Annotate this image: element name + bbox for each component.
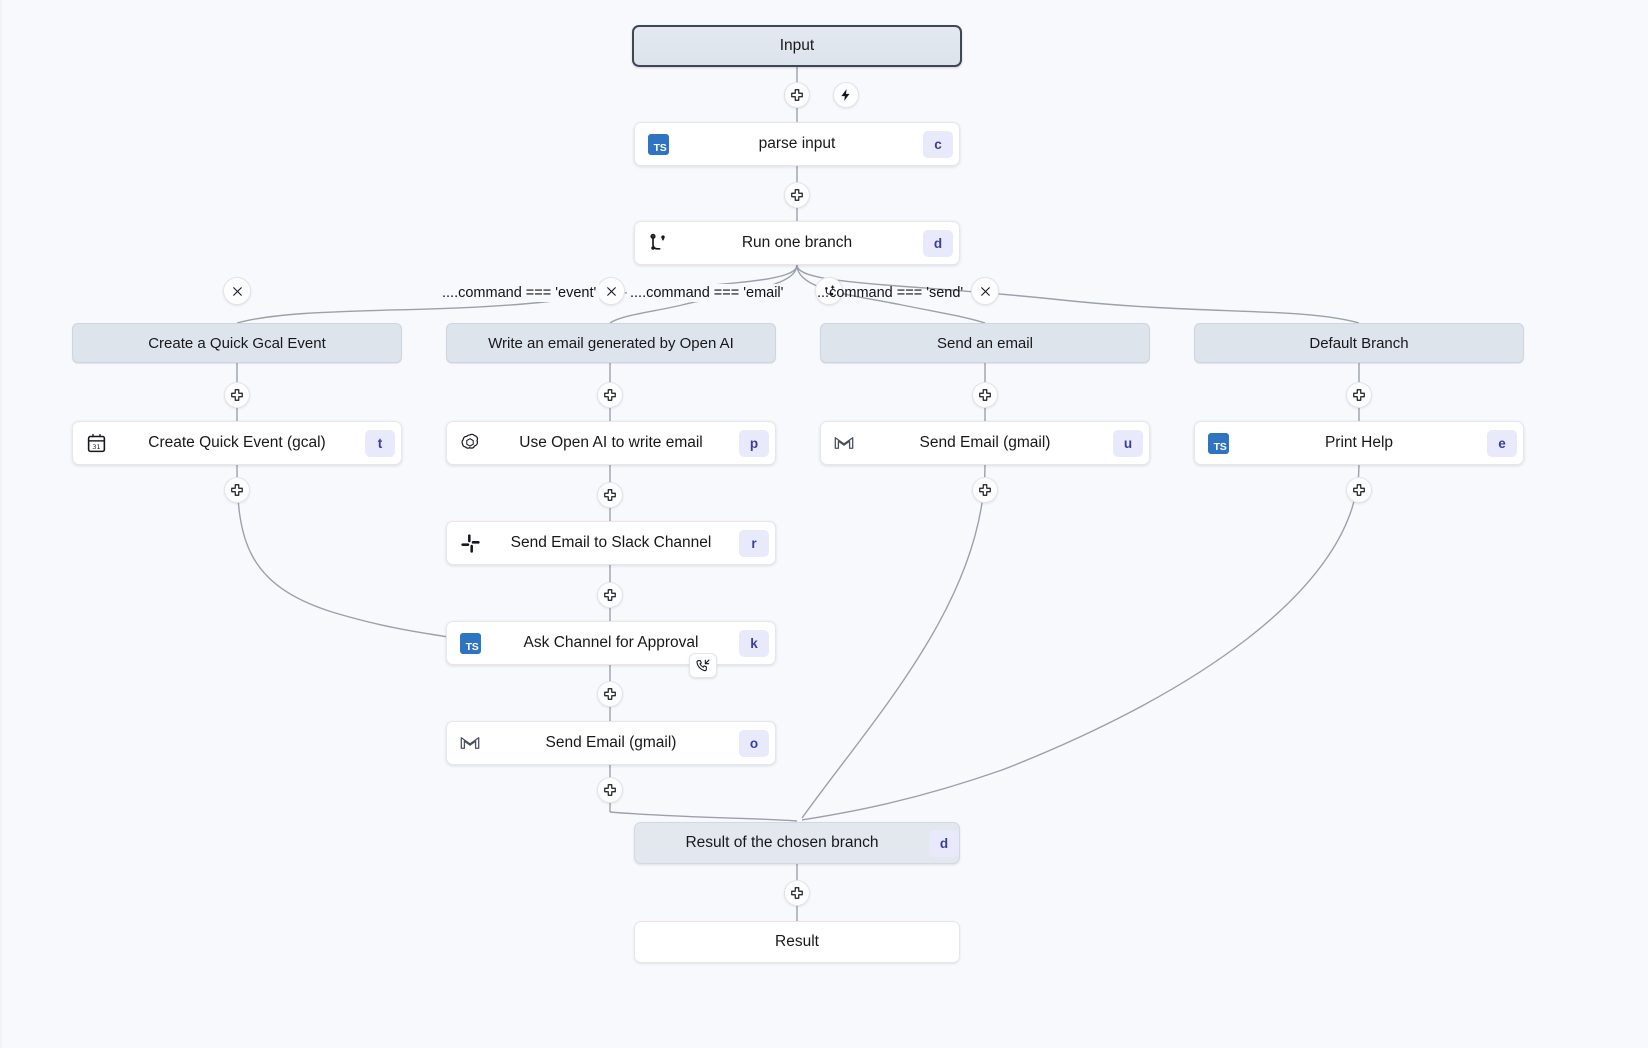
openai-icon [457, 430, 483, 456]
node-send-email-gmail-branch[interactable]: Send Email (gmail) o [446, 721, 776, 765]
plus-icon [791, 189, 803, 201]
close-icon [980, 286, 990, 296]
typescript-icon: TS [645, 131, 671, 157]
suspend-approval-badge[interactable] [689, 653, 717, 678]
close-icon [232, 286, 242, 296]
branch-icon [645, 230, 671, 256]
plus-icon [604, 589, 616, 601]
node-input[interactable]: Input [632, 25, 962, 67]
plus-icon [604, 688, 616, 700]
node-create-quick-event-label: Create Quick Event (gcal) [148, 434, 326, 451]
plus-icon [979, 389, 991, 401]
add-step-handle-after-print-help[interactable] [1346, 477, 1372, 503]
node-ask-channel-approval-label: Ask Channel for Approval [523, 634, 699, 651]
group-node-write-email-openai[interactable]: Write an email generated by Open AI [446, 323, 776, 363]
trigger-handle[interactable] [833, 82, 859, 108]
node-send-email-gmail-branch-shortcut[interactable]: o [739, 729, 769, 757]
add-step-handle-after-approval[interactable] [597, 681, 623, 707]
add-branch-button[interactable] [815, 277, 843, 305]
add-step-handle-gcal[interactable] [224, 382, 250, 408]
node-run-one-branch-label: Run one branch [741, 234, 853, 251]
group-node-label: Send an email [937, 334, 1033, 352]
add-step-handle-after-gmail-direct[interactable] [972, 477, 998, 503]
phone-incoming-icon [696, 658, 710, 671]
node-use-openai[interactable]: Use Open AI to write email p [446, 421, 776, 465]
gmail-icon [457, 730, 483, 756]
node-parse-input-shortcut[interactable]: c [923, 130, 953, 158]
plus-icon [791, 887, 803, 899]
node-send-email-slack-shortcut[interactable]: r [739, 529, 769, 557]
node-ask-channel-approval-shortcut[interactable]: k [739, 629, 769, 657]
delete-branch-button-3[interactable] [971, 277, 999, 305]
node-send-email-gmail-direct-label: Send Email (gmail) [919, 434, 1051, 451]
plus-icon [604, 389, 616, 401]
add-step-handle-after-collector[interactable] [784, 880, 810, 906]
node-run-one-branch[interactable]: Run one branch d [634, 221, 960, 265]
node-parse-input[interactable]: TS parse input c [634, 122, 960, 166]
slack-icon [457, 530, 483, 556]
plus-icon [604, 784, 616, 796]
node-result[interactable]: Result [634, 921, 960, 963]
group-node-send-an-email[interactable]: Send an email [820, 323, 1150, 363]
node-ask-channel-approval[interactable]: TS Ask Channel for Approval k [446, 621, 776, 665]
node-print-help-shortcut[interactable]: e [1487, 429, 1517, 457]
group-node-label: Write an email generated by Open AI [488, 334, 734, 352]
node-result-chosen-branch[interactable]: Result of the chosen branch d [634, 822, 960, 864]
group-node-label: Default Branch [1309, 334, 1409, 352]
plus-icon [1353, 389, 1365, 401]
node-send-email-slack-label: Send Email to Slack Channel [510, 534, 712, 551]
node-print-help-label: Print Help [1324, 434, 1394, 451]
node-use-openai-label: Use Open AI to write email [519, 434, 703, 451]
plus-icon [231, 389, 243, 401]
plus-icon [231, 484, 243, 496]
node-input-label: Input [779, 37, 815, 54]
svg-text:31: 31 [92, 443, 100, 451]
node-send-email-gmail-direct[interactable]: Send Email (gmail) u [820, 421, 1150, 465]
add-step-handle-after-gmail-branch[interactable] [597, 777, 623, 803]
group-node-create-gcal-event[interactable]: Create a Quick Gcal Event [72, 323, 402, 363]
plus-icon [1353, 484, 1365, 496]
node-parse-input-label: parse input [758, 135, 836, 152]
gmail-icon [831, 430, 857, 456]
add-step-handle-after-gcal[interactable] [224, 477, 250, 503]
plus-icon [979, 484, 991, 496]
node-result-label: Result [775, 933, 819, 950]
typescript-icon: TS [457, 630, 483, 656]
plus-icon [791, 89, 803, 101]
node-print-help[interactable]: TS Print Help e [1194, 421, 1524, 465]
node-send-email-gmail-direct-shortcut[interactable]: u [1113, 429, 1143, 457]
calendar-icon: 31 [83, 430, 109, 456]
add-step-handle-after-openai[interactable] [597, 482, 623, 508]
lightning-icon [841, 89, 850, 101]
group-node-default-branch[interactable]: Default Branch [1194, 323, 1524, 363]
add-step-handle-send[interactable] [972, 382, 998, 408]
branch-condition-label-1: ....command === 'event' [439, 284, 600, 302]
node-use-openai-shortcut[interactable]: p [739, 429, 769, 457]
node-create-quick-event[interactable]: 31 Create Quick Event (gcal) t [72, 421, 402, 465]
node-send-email-slack[interactable]: Send Email to Slack Channel r [446, 521, 776, 565]
add-step-handle-input[interactable] [784, 82, 810, 108]
delete-branch-button-1[interactable] [223, 277, 251, 305]
add-step-handle-openai[interactable] [597, 382, 623, 408]
branch-condition-label-3: ...command === 'send' [817, 285, 964, 301]
plus-icon [604, 489, 616, 501]
branch-condition-label-2: ....command === 'email' [627, 284, 787, 302]
branch-plus-icon [824, 284, 834, 295]
node-result-chosen-branch-shortcut[interactable]: d [929, 829, 959, 857]
node-result-chosen-branch-label: Result of the chosen branch [685, 834, 879, 851]
delete-branch-button-2[interactable] [597, 277, 625, 305]
typescript-icon: TS [1205, 430, 1231, 456]
add-step-handle-default[interactable] [1346, 382, 1372, 408]
group-node-label: Create a Quick Gcal Event [148, 334, 326, 352]
add-step-handle-after-slack[interactable] [597, 582, 623, 608]
close-icon [606, 286, 616, 296]
node-send-email-gmail-branch-label: Send Email (gmail) [545, 734, 677, 751]
node-run-one-branch-shortcut[interactable]: d [923, 229, 953, 257]
add-step-handle-parse-input[interactable] [784, 182, 810, 208]
node-create-quick-event-shortcut[interactable]: t [365, 429, 395, 457]
